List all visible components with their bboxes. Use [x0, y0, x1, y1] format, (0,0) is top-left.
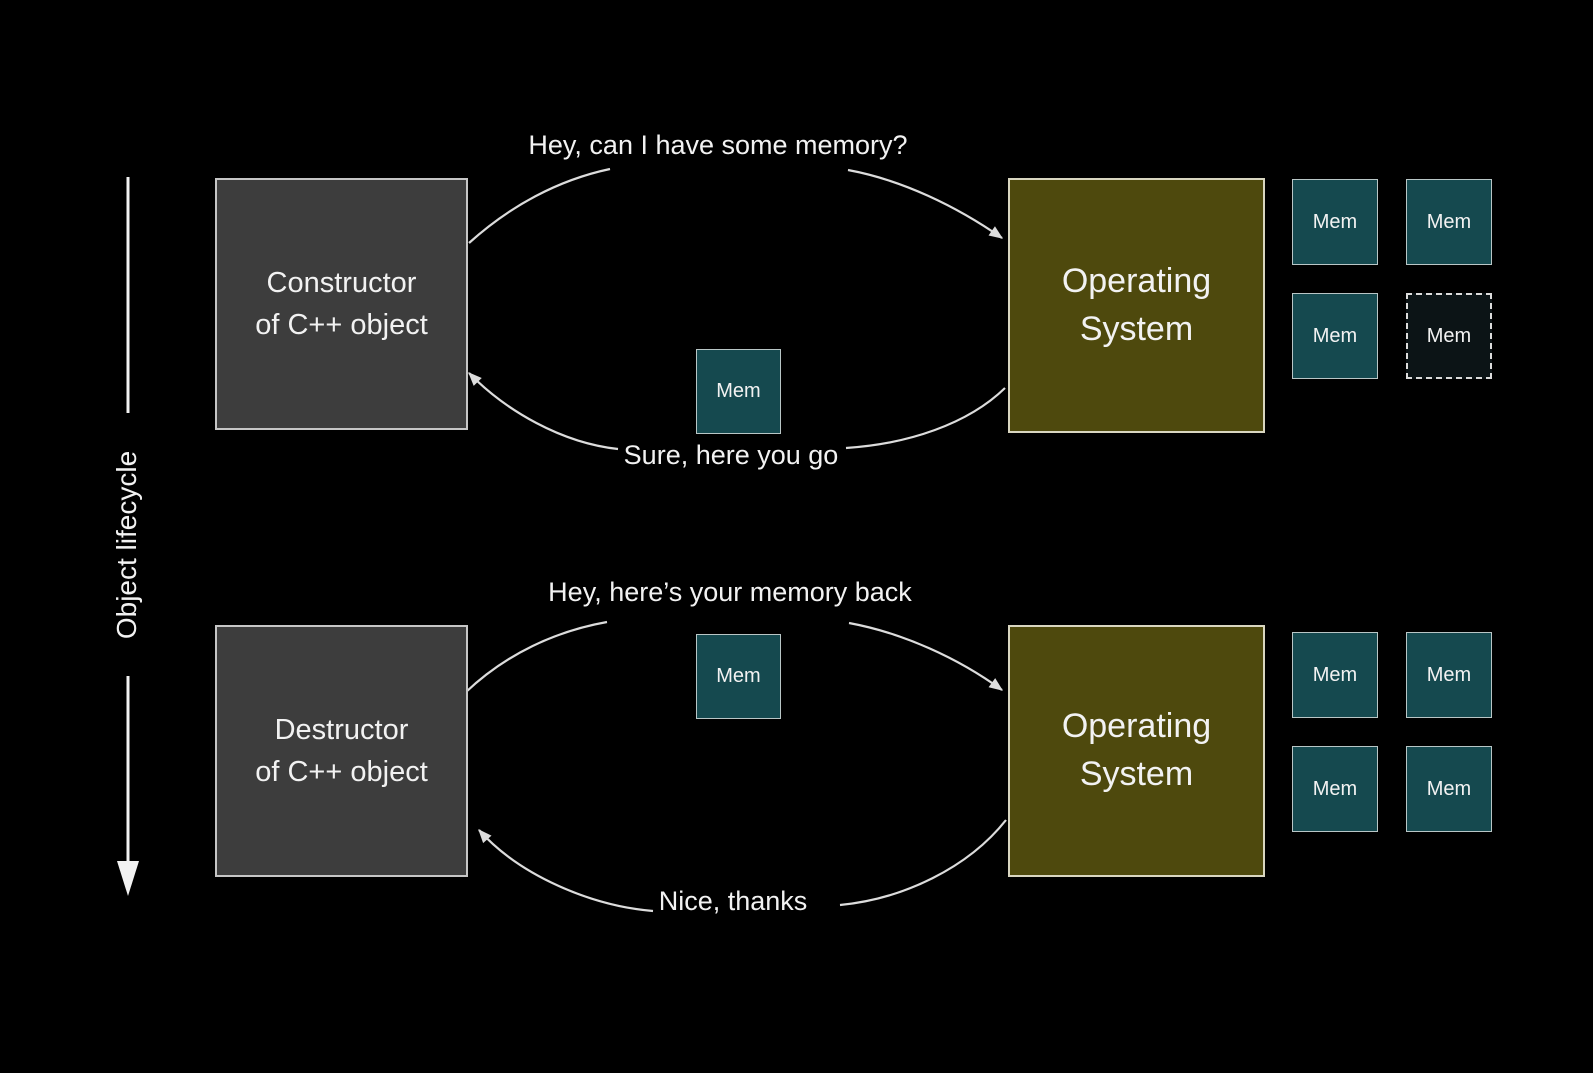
os-mem-pool-top-cell-1: Mem	[1292, 179, 1378, 265]
mem-label: Mem	[1426, 324, 1472, 347]
destructor-label-line1: Destructor	[274, 713, 409, 746]
request-memory-label: Hey, can I have some memory?	[528, 130, 908, 160]
os-mem-pool-bottom-cell-3: Mem	[1292, 746, 1378, 832]
return-arrow-bottom-right-segment	[848, 621, 1004, 691]
mem-label: Mem	[1312, 324, 1358, 347]
mem-label: Mem	[1312, 777, 1358, 800]
destructor-box: Destructor of C++ object	[215, 625, 468, 877]
os-mem-pool-top-cell-4-allocated: Mem	[1406, 293, 1492, 379]
request-arrow-top-left-segment	[468, 167, 611, 244]
constructor-box: Constructor of C++ object	[215, 178, 468, 430]
mem-label: Mem	[1426, 663, 1472, 686]
mem-label: Mem	[1312, 210, 1358, 233]
request-arrow-top-right-segment	[847, 168, 1004, 239]
os-top-label-line2: System	[1079, 309, 1194, 348]
operating-system-box-bottom: Operating System	[1008, 625, 1265, 877]
ack-arrow-bottom-right-segment	[839, 819, 1007, 907]
mem-label: Mem	[1426, 210, 1472, 233]
mem-label: Mem	[1312, 663, 1358, 686]
destructor-label-line2: of C++ object	[255, 756, 428, 788]
os-mem-pool-bottom-cell-4: Mem	[1406, 746, 1492, 832]
return-arrow-bottom-left-segment	[465, 620, 608, 693]
transferred-mem-label-bottom: Mem	[716, 665, 761, 687]
os-bottom-label-line1: Operating	[1061, 707, 1212, 746]
lifecycle-axis-arrowhead	[117, 861, 139, 896]
os-top-label-line1: Operating	[1061, 261, 1212, 300]
os-bottom-label-line2: System	[1079, 755, 1194, 793]
lifecycle-axis-label: Object lifecycle	[111, 450, 142, 640]
os-mem-pool-bottom-cell-1: Mem	[1292, 632, 1378, 718]
ack-label: Nice, thanks	[658, 886, 808, 916]
transferred-mem-box-bottom: Mem	[696, 634, 781, 719]
constructor-label-line2: of C++ object	[255, 309, 428, 341]
os-mem-pool-top-cell-3: Mem	[1292, 293, 1378, 379]
return-memory-label: Hey, here’s your memory back	[548, 577, 912, 607]
operating-system-box-top: Operating System	[1008, 178, 1265, 433]
os-mem-pool-bottom-cell-2: Mem	[1406, 632, 1492, 718]
transferred-mem-box-top: Mem	[696, 349, 781, 434]
os-mem-pool-top-cell-2: Mem	[1406, 179, 1492, 265]
ack-arrow-bottom-left-segment	[478, 829, 654, 913]
transferred-mem-label-top: Mem	[716, 380, 761, 402]
constructor-label-line1: Constructor	[266, 266, 417, 299]
mem-label: Mem	[1426, 777, 1472, 800]
response-arrow-top-left-segment	[468, 372, 619, 451]
response-memory-label: Sure, here you go	[623, 440, 839, 470]
response-arrow-top-right-segment	[845, 387, 1006, 450]
